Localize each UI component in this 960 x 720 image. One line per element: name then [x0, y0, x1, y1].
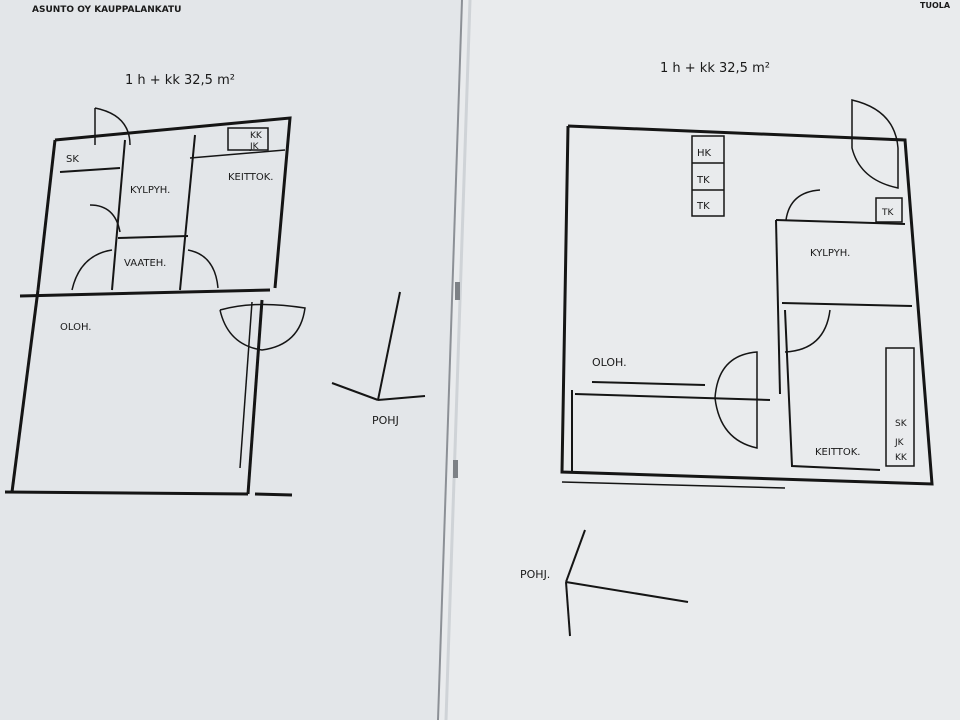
north-arrow-line [377, 291, 401, 401]
left-inner-wall [111, 139, 126, 291]
right-partition-wall [574, 393, 771, 401]
right-room-oloh: OLOH. [592, 356, 627, 369]
right-storage-box [691, 135, 725, 217]
header-right-text: TUOLA [920, 1, 951, 10]
right-room-sk: SK [895, 419, 908, 429]
left-counter-line [189, 149, 286, 159]
right-outer-wall [560, 124, 934, 486]
right-page [438, 0, 960, 720]
right-tk-box [875, 197, 903, 223]
left-outer-wall-bottom [4, 490, 249, 496]
left-inner-wall [117, 235, 189, 239]
right-room-jk: JK [894, 438, 905, 448]
north-arrow-line [565, 581, 571, 637]
left-entry-door-arc [219, 303, 306, 351]
right-inner-wall [775, 219, 906, 225]
right-north-arrow [565, 529, 689, 637]
right-room-tk: TK [696, 201, 710, 212]
right-door-arc [714, 351, 758, 449]
north-arrow-line [565, 581, 689, 603]
right-inner-wall [781, 302, 913, 307]
right-door-arc [785, 189, 821, 221]
right-inner-wall [784, 309, 881, 471]
right-balcony-line [561, 481, 786, 489]
right-plan-title: 1 h + kk 32,5 m² [660, 61, 770, 76]
right-entry-door-arc [851, 99, 899, 189]
left-outer-wall-top [54, 116, 292, 289]
right-inner-wall [775, 219, 781, 395]
left-floor-plan: 1 h + kk 32,5 m² SK KK JK KYLPYH. KEITTO… [4, 73, 426, 497]
right-counter-box [885, 347, 915, 467]
right-room-kylpyh: KYLPYH. [810, 248, 850, 259]
right-room-keittok: KEITTOK. [815, 447, 860, 458]
left-plan-title: 1 h + kk 32,5 m² [125, 73, 235, 88]
left-room-oloh: OLOH. [60, 322, 91, 333]
north-arrow-line [377, 395, 426, 401]
left-room-jk: JK [249, 142, 260, 152]
left-door-arc [94, 107, 131, 146]
staple [455, 282, 460, 300]
left-page [0, 0, 462, 720]
north-arrow-line [565, 529, 586, 583]
right-floor-plan: 1 h + kk 32,5 m² HK TK TK TK KYLPYH. OLO… [520, 61, 934, 637]
left-inner-wall [179, 134, 196, 291]
right-room-tk: TK [881, 208, 894, 218]
left-north-label: POHJ [372, 414, 399, 427]
left-room-vaateh: VAATEH. [124, 258, 166, 269]
left-window-line [239, 301, 253, 469]
left-room-sk: SK [66, 154, 79, 165]
staple [453, 460, 458, 478]
left-door-arc [89, 204, 121, 233]
page-fold [437, 0, 463, 720]
page-fold-highlight [444, 0, 472, 720]
left-outer-wall-lower-left [10, 289, 40, 493]
left-door-arc [187, 249, 219, 289]
right-room-hk: HK [697, 148, 712, 159]
right-window-wall [591, 381, 706, 386]
left-room-keittok: KEITTOK. [228, 172, 273, 183]
left-balcony-wall [246, 299, 264, 495]
right-door-arc [784, 309, 831, 353]
header-left-text: ASUNTO OY KAUPPALANKATU [32, 5, 181, 15]
right-room-kk: KK [895, 453, 908, 463]
left-wall-end [254, 492, 293, 497]
left-outer-wall-left [36, 139, 57, 291]
left-inner-wall [59, 167, 121, 173]
left-north-arrow [331, 291, 426, 401]
right-room-tk: TK [696, 175, 710, 186]
left-door-arc [71, 249, 113, 291]
left-kk-jk-box [227, 127, 269, 151]
north-arrow-line [331, 382, 379, 401]
left-room-kk: KK [250, 131, 263, 141]
left-room-kylpyh: KYLPYH. [130, 185, 170, 196]
left-partition-wall [19, 288, 271, 298]
right-north-label: POHJ. [520, 568, 550, 581]
